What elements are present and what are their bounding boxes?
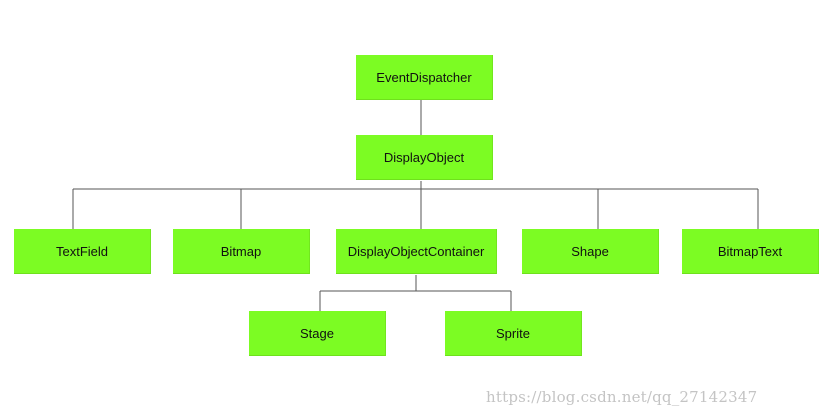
node-label: DisplayObjectContainer: [347, 243, 485, 259]
node-label: DisplayObject: [383, 149, 465, 165]
node-label: TextField: [55, 243, 109, 259]
watermark-url: https://blog.csdn.net/qq_27142347: [486, 388, 758, 406]
node-sprite: Sprite: [445, 311, 582, 356]
node-stage: Stage: [249, 311, 386, 356]
node-displayobject: DisplayObject: [356, 135, 493, 180]
node-displayobjectcontainer: DisplayObjectContainer: [336, 229, 497, 274]
node-bitmaptext: BitmapText: [682, 229, 819, 274]
node-shape: Shape: [522, 229, 659, 274]
node-textfield: TextField: [14, 229, 151, 274]
node-eventdispatcher: EventDispatcher: [356, 55, 493, 100]
node-label: EventDispatcher: [376, 69, 472, 85]
node-bitmap: Bitmap: [173, 229, 310, 274]
node-label: BitmapText: [717, 243, 783, 259]
node-label: Stage: [300, 325, 334, 341]
node-label: Bitmap: [220, 243, 262, 259]
node-label: Shape: [571, 243, 609, 259]
node-label: Sprite: [496, 325, 530, 341]
